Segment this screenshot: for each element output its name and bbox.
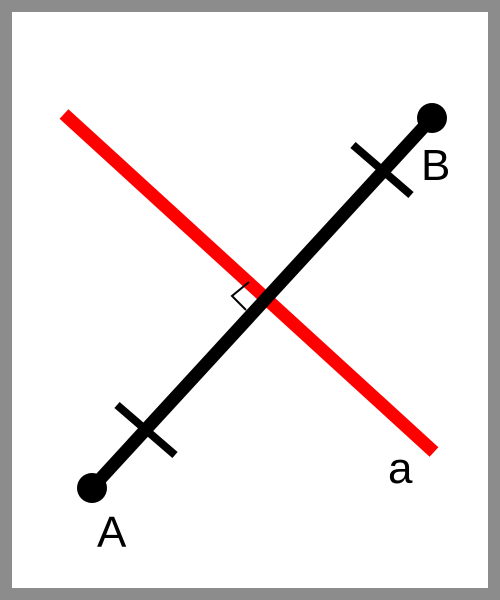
point-a-label: A [97,508,127,557]
point-b-dot [417,103,447,133]
right-angle-marker [230,281,250,311]
tick-mark-upper [350,141,414,199]
tick-mark-lower [114,401,178,459]
point-b-label: B [421,141,450,190]
segment-ab [87,113,437,493]
point-a-dot [77,473,107,503]
line-a-label: a [388,444,413,493]
